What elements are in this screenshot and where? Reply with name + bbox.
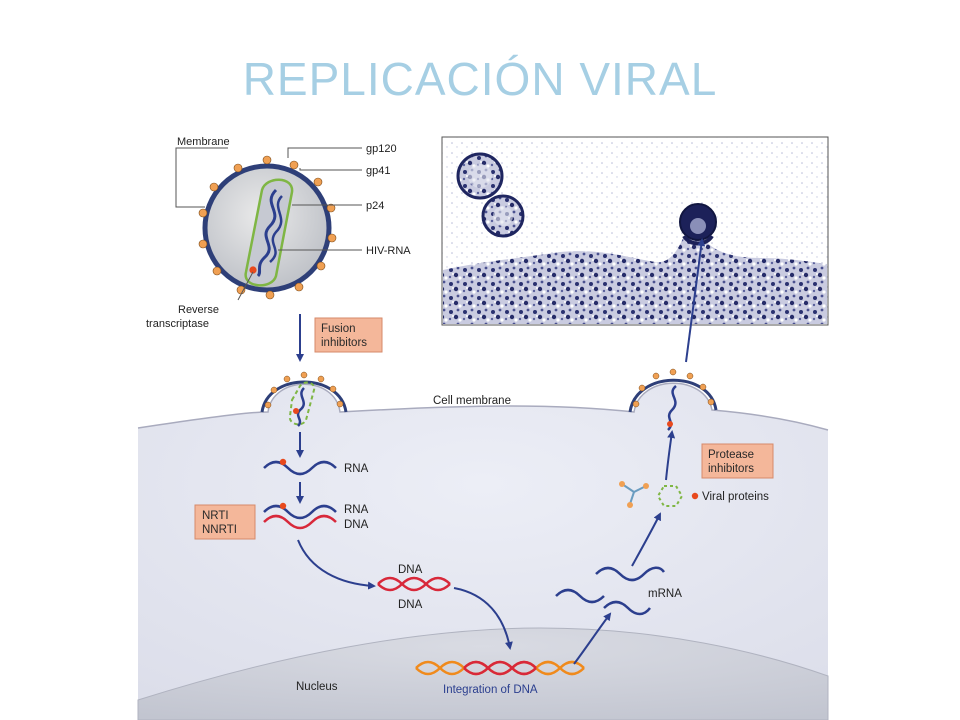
nrti-line1: NRTI bbox=[202, 510, 229, 522]
label-p24: p24 bbox=[366, 200, 384, 212]
nrti-box bbox=[194, 504, 256, 540]
protease-inhibitors-box bbox=[701, 443, 774, 479]
label-gp120: gp120 bbox=[366, 143, 397, 155]
arrow-to-micrograph bbox=[685, 238, 706, 363]
dna-double-helix bbox=[377, 576, 451, 592]
electron-micrograph bbox=[441, 136, 829, 326]
arrow-to-viral-proteins bbox=[631, 512, 661, 567]
nucleus bbox=[137, 627, 829, 720]
fusion-inhibitors-line1: Fusion bbox=[321, 323, 356, 335]
label-transcriptase: transcriptase bbox=[146, 318, 209, 330]
protease-inhibitors-line2: inhibitors bbox=[708, 463, 754, 475]
fusion-inhibitors-line2: inhibitors bbox=[321, 337, 367, 349]
virion-leader-lines bbox=[175, 147, 362, 301]
label-integration: Integration of DNA bbox=[443, 684, 538, 696]
budding-envelope bbox=[628, 378, 718, 413]
label-dna-bottom: DNA bbox=[398, 599, 423, 611]
label-rna: RNA bbox=[344, 463, 369, 475]
label-dna-pair: DNA bbox=[344, 519, 369, 531]
label-dna-top: DNA bbox=[398, 564, 423, 576]
hiv-rna-strand bbox=[256, 188, 278, 278]
label-cell-membrane: Cell membrane bbox=[433, 395, 511, 407]
label-hiv-rna: HIV-RNA bbox=[366, 245, 411, 257]
capsid-p24 bbox=[244, 178, 294, 287]
label-gp41: gp41 bbox=[366, 165, 390, 177]
viral-proteins bbox=[619, 481, 699, 508]
arrow-to-budding bbox=[665, 430, 676, 481]
budding-virion bbox=[632, 368, 715, 431]
fusion-inhibitors-box bbox=[314, 317, 383, 353]
label-membrane: Membrane bbox=[177, 136, 230, 148]
dna-strand-red bbox=[263, 514, 337, 530]
nrti-line2: NNRTI bbox=[202, 524, 237, 536]
rna-strand bbox=[263, 460, 337, 476]
label-rna-pair: RNA bbox=[344, 504, 369, 516]
label-viral-proteins: Viral proteins bbox=[702, 491, 769, 503]
label-nucleus: Nucleus bbox=[296, 681, 338, 693]
rna-strand-2 bbox=[263, 504, 337, 520]
reverse-transcriptase-dot bbox=[249, 266, 257, 274]
fusion-bud bbox=[264, 371, 344, 427]
arrow-to-dna bbox=[297, 539, 376, 590]
label-reverse: Reverse bbox=[178, 304, 219, 316]
cell-membrane-line bbox=[137, 382, 829, 431]
protease-inhibitors-line1: Protease bbox=[708, 449, 754, 461]
arrow-to-mrna bbox=[573, 612, 612, 665]
slide-title: REPLICACIÓN VIRAL bbox=[242, 53, 718, 105]
mrna-strands bbox=[555, 566, 666, 616]
em-cell-surface bbox=[443, 228, 827, 324]
integrated-dna bbox=[415, 660, 585, 676]
envelope-spikes bbox=[198, 155, 337, 300]
hiv-virion bbox=[198, 155, 337, 300]
label-mrna: mRNA bbox=[648, 588, 682, 600]
arrow-to-nucleus bbox=[453, 587, 513, 650]
